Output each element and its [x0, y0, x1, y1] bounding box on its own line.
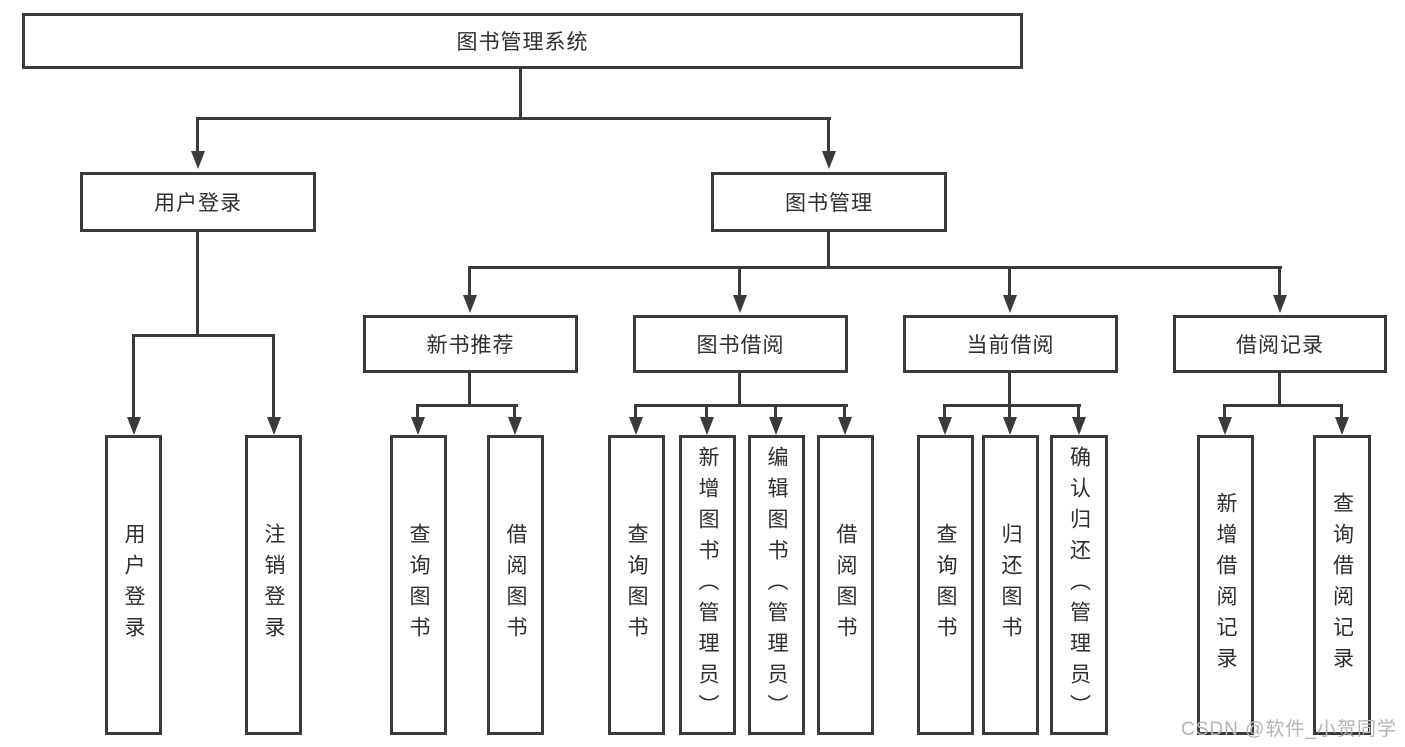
node-book-management-label: 图书管理 — [785, 192, 873, 215]
arrow-down-icon — [463, 295, 477, 313]
leaf-user-login-label: 用户登录 — [122, 523, 145, 647]
leaf-user-login: 用户登录 — [105, 435, 162, 735]
connector-l3-span — [468, 266, 1282, 269]
leaf-bb-borrow-book: 借阅图书 — [817, 435, 874, 735]
arrow-down-icon — [1335, 417, 1349, 435]
connector-drop-leaf — [416, 404, 419, 419]
connector-bb-stub — [738, 371, 741, 407]
leaf-bb-edit-book-admin-label: 编辑图书（管理员） — [765, 445, 788, 725]
node-borrow-record: 借阅记录 — [1173, 315, 1387, 373]
connector-drop-leaf — [705, 404, 708, 419]
connector-l2-span — [196, 117, 831, 120]
connector-drop-leaf — [943, 404, 946, 419]
connector-drop-leaf — [1077, 404, 1080, 419]
connector-cb-stub — [1008, 371, 1011, 407]
connector-drop-leaf — [1008, 404, 1011, 419]
leaf-cb-confirm-return-admin: 确认归还（管理员） — [1050, 435, 1108, 735]
connector-bb-span — [634, 404, 848, 407]
leaf-cb-return-book-label: 归还图书 — [999, 523, 1022, 647]
node-borrow-record-label: 借阅记录 — [1236, 334, 1324, 357]
connector-drop-book-management — [827, 117, 830, 153]
connector-drop-leaf — [1223, 404, 1226, 419]
connector-drop-leaf-logout — [272, 334, 275, 418]
connector-root-stub — [519, 67, 522, 119]
node-root-label: 图书管理系统 — [456, 31, 589, 54]
arrow-down-icon — [838, 417, 852, 435]
connector-drop-borrow-record — [1278, 266, 1281, 296]
node-book-borrow-label: 图书借阅 — [696, 334, 785, 357]
arrow-down-icon — [1273, 295, 1287, 313]
connector-user-login-span — [132, 334, 275, 337]
arrow-down-icon — [733, 295, 747, 313]
leaf-cb-query-book: 查询图书 — [917, 435, 974, 735]
leaf-br-query-record: 查询借阅记录 — [1313, 435, 1371, 735]
connector-drop-leaf — [513, 404, 516, 419]
node-user-login-label: 用户登录 — [154, 192, 242, 215]
node-current-borrow-label: 当前借阅 — [966, 334, 1055, 357]
arrow-down-icon — [411, 417, 425, 435]
connector-user-login-stub — [196, 230, 199, 336]
leaf-br-add-record-label: 新增借阅记录 — [1214, 492, 1237, 678]
connector-drop-user-login — [196, 117, 199, 153]
arrow-down-icon — [127, 417, 141, 435]
leaf-nbr-borrow-book-label: 借阅图书 — [504, 523, 527, 647]
arrow-down-icon — [1003, 417, 1017, 435]
leaf-bb-query-book-label: 查询图书 — [625, 523, 648, 647]
connector-drop-current-borrow — [1008, 266, 1011, 296]
leaf-bb-edit-book-admin: 编辑图书（管理员） — [748, 435, 805, 735]
connector-drop-leaf — [634, 404, 637, 419]
arrow-down-icon — [191, 151, 205, 169]
arrow-down-icon — [1003, 295, 1017, 313]
node-root: 图书管理系统 — [22, 13, 1023, 69]
leaf-bb-borrow-book-label: 借阅图书 — [834, 523, 857, 647]
node-current-borrow: 当前借阅 — [903, 315, 1118, 373]
arrow-down-icon — [938, 417, 952, 435]
leaf-logout-label: 注销登录 — [262, 523, 285, 647]
connector-nbr-span — [416, 404, 518, 407]
connector-drop-leaf — [1340, 404, 1343, 419]
arrow-down-icon — [1072, 417, 1086, 435]
node-new-book-recommend-label: 新书推荐 — [426, 334, 515, 357]
node-book-management: 图书管理 — [711, 172, 947, 232]
leaf-cb-query-book-label: 查询图书 — [934, 523, 957, 647]
arrow-down-icon — [629, 417, 643, 435]
leaf-bb-query-book: 查询图书 — [608, 435, 665, 735]
arrow-down-icon — [267, 417, 281, 435]
connector-book-management-stub — [827, 230, 830, 269]
connector-cb-span — [943, 404, 1081, 407]
connector-nbr-stub — [468, 371, 471, 407]
leaf-nbr-borrow-book: 借阅图书 — [487, 435, 544, 735]
node-user-login: 用户登录 — [80, 172, 316, 232]
node-book-borrow: 图书借阅 — [633, 315, 848, 373]
connector-drop-leaf — [774, 404, 777, 419]
leaf-br-add-record: 新增借阅记录 — [1197, 435, 1254, 735]
leaf-logout: 注销登录 — [245, 435, 302, 735]
node-new-book-recommend: 新书推荐 — [363, 315, 578, 373]
connector-br-stub — [1278, 371, 1281, 407]
connector-drop-book-borrow — [738, 266, 741, 296]
arrow-down-icon — [508, 417, 522, 435]
leaf-cb-return-book: 归还图书 — [982, 435, 1039, 735]
arrow-down-icon — [700, 417, 714, 435]
csdn-watermark: CSDN @软件_小贺同学 — [1181, 719, 1397, 740]
connector-br-span — [1223, 404, 1343, 407]
arrow-down-icon — [769, 417, 783, 435]
connector-drop-new-book-recommend — [468, 266, 471, 296]
leaf-br-query-record-label: 查询借阅记录 — [1330, 492, 1354, 678]
arrow-down-icon — [1218, 417, 1232, 435]
connector-drop-leaf — [843, 404, 846, 419]
arrow-down-icon — [822, 151, 836, 169]
leaf-nbr-query-book-label: 查询图书 — [407, 523, 430, 647]
leaf-bb-add-book-admin-label: 新增图书（管理员） — [696, 445, 719, 725]
leaf-cb-confirm-return-admin-label: 确认归还（管理员） — [1067, 445, 1091, 725]
leaf-bb-add-book-admin: 新增图书（管理员） — [679, 435, 736, 735]
leaf-nbr-query-book: 查询图书 — [390, 435, 447, 735]
connector-drop-leaf-user-login — [132, 334, 135, 418]
